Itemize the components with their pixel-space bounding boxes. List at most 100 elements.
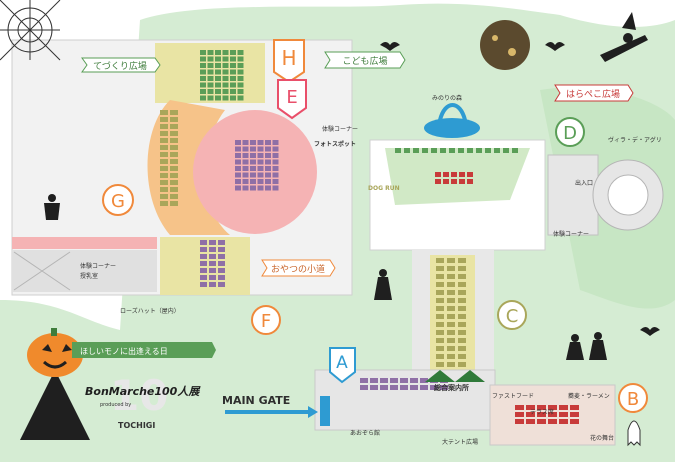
booth-e — [272, 153, 279, 158]
spider-web-icon — [0, 0, 61, 61]
zone-b-marker[interactable]: B — [618, 383, 648, 413]
booth-h — [237, 56, 244, 62]
zone-c-marker[interactable]: C — [497, 300, 527, 330]
booth-e — [250, 146, 256, 152]
promo-brand: BonMarche100人展 — [85, 385, 201, 398]
promo-ribbon — [72, 342, 216, 358]
zone-a-marker[interactable]: A — [329, 347, 356, 384]
booth-e — [257, 179, 264, 184]
booth-c — [436, 314, 444, 319]
booth-c — [458, 338, 466, 343]
dog-run-label: DOG RUN — [368, 185, 400, 192]
booth-e — [250, 172, 256, 178]
booth-g — [170, 173, 178, 178]
booth-c — [458, 346, 466, 351]
booth-h — [237, 95, 244, 101]
booth-h — [207, 63, 214, 68]
booth-c — [436, 306, 444, 311]
booth-f — [218, 282, 225, 287]
booth-c — [458, 290, 466, 295]
exit-entrance-label: 出入口 — [575, 179, 593, 187]
booth-e — [265, 146, 271, 152]
booth-e — [250, 166, 256, 171]
booth-c — [458, 266, 466, 271]
booth-h — [230, 56, 236, 62]
zone-f-marker[interactable]: F — [251, 305, 281, 335]
booth-g — [160, 159, 168, 164]
booth-d-center — [467, 179, 473, 184]
booth-d-row — [404, 148, 410, 153]
booth-c — [447, 298, 455, 303]
booth-e — [242, 179, 249, 184]
main-gate-label: MAIN GATE — [222, 394, 290, 407]
booth-g — [160, 187, 168, 192]
booth-a — [410, 385, 418, 390]
zone-e-marker[interactable]: E — [277, 79, 307, 120]
villa-label: ヴィラ・デ・アグリ — [608, 136, 662, 144]
tezukuri-label: てづくり広場 — [93, 60, 147, 72]
booth-g — [160, 173, 168, 178]
taiken-right-label: 体験コーナー — [553, 230, 589, 238]
zone-g-marker[interactable]: G — [102, 184, 134, 216]
booth-h — [215, 89, 221, 94]
booth-e — [265, 172, 271, 178]
booth-h — [237, 76, 244, 81]
booth-e — [250, 179, 256, 184]
booth-g — [160, 152, 168, 157]
aozora-label: あおぞら館 — [350, 429, 380, 437]
booth-h — [222, 95, 229, 101]
photo-spot-label: フォトスポット — [314, 140, 356, 148]
booth-a — [420, 378, 428, 383]
booth-e — [257, 153, 264, 158]
taiken-left-label: 体験コーナー — [80, 262, 116, 270]
booth-e — [272, 146, 279, 152]
booth-c — [436, 362, 444, 367]
booth-f — [218, 240, 225, 245]
booth-e — [272, 185, 279, 191]
booth-d-center — [459, 179, 465, 184]
booth-g — [170, 180, 178, 185]
info-center-label: 総合案内所 — [434, 383, 469, 392]
zone-c-letter: C — [506, 306, 519, 327]
booth-g — [170, 159, 178, 164]
promo-tagline: ほしいモノに出逢える日 — [80, 346, 168, 356]
booth-e — [272, 166, 279, 171]
villa-wing — [547, 154, 599, 236]
main-gate-arrow — [225, 406, 318, 418]
booth-e — [257, 140, 264, 145]
fast-food-label: ファストフード — [492, 393, 534, 400]
booth-f — [209, 240, 216, 245]
booth-f — [209, 247, 216, 252]
moon — [480, 20, 530, 70]
booth-e — [235, 185, 241, 191]
running-figures — [44, 194, 607, 360]
booth-g — [160, 131, 168, 136]
booth-b — [559, 412, 568, 417]
zone-f-letter: F — [261, 311, 271, 332]
booth-e — [242, 172, 249, 178]
booth-h — [207, 69, 214, 75]
fountain-spray — [438, 103, 467, 121]
booth-g — [170, 152, 178, 157]
zone-h-marker[interactable]: H — [273, 39, 305, 84]
booth-e — [257, 166, 264, 171]
booth-f — [200, 275, 207, 280]
booth-e — [242, 146, 249, 152]
booth-d-row — [422, 148, 428, 153]
zone-d-marker[interactable]: D — [555, 117, 585, 147]
booth-c — [447, 314, 455, 319]
booth-h — [237, 50, 244, 55]
booth-c — [436, 282, 444, 287]
booth-a — [370, 385, 378, 390]
booth-h — [200, 82, 206, 88]
hall-gray-room — [12, 250, 157, 292]
booth-b — [548, 412, 557, 417]
booth-d-row — [476, 148, 482, 153]
booth-d-center — [435, 172, 441, 177]
booth-h — [230, 95, 236, 101]
booth-g — [160, 166, 168, 171]
booth-d-center — [443, 179, 449, 184]
booth-e — [242, 185, 249, 191]
booth-d-row — [431, 148, 437, 153]
booth-e — [265, 166, 271, 171]
